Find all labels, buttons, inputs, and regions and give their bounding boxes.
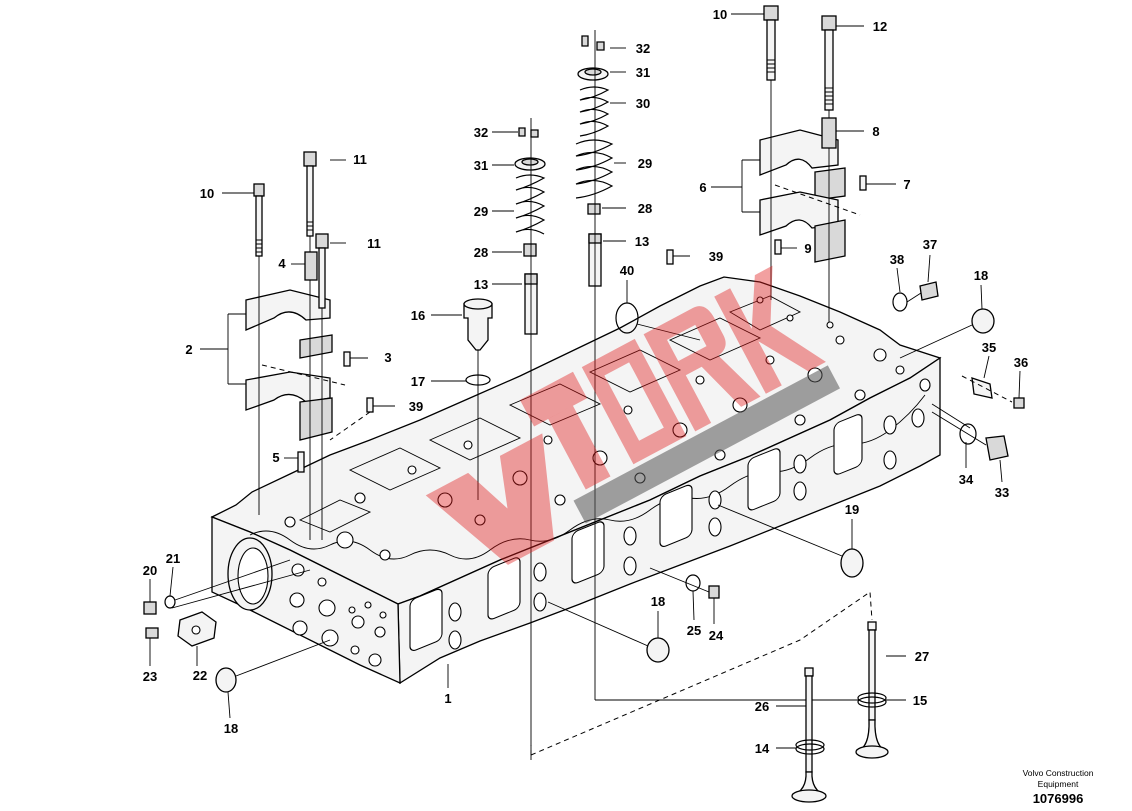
label-13-right: 13 <box>635 234 649 249</box>
label-24: 24 <box>709 628 724 643</box>
label-7: 7 <box>903 177 910 192</box>
label-23: 23 <box>143 669 157 684</box>
label-18-left: 18 <box>224 721 238 736</box>
label-28-left: 28 <box>474 245 488 260</box>
label-9: 9 <box>804 241 811 256</box>
label-11-lower: 11 <box>367 236 381 251</box>
label-5: 5 <box>272 450 279 465</box>
label-29-left: 29 <box>474 204 488 219</box>
label-18-middle: 18 <box>651 594 665 609</box>
bearing-cap-right <box>759 129 861 263</box>
label-19: 19 <box>845 502 859 517</box>
label-32-right: 32 <box>636 41 650 56</box>
label-1: 1 <box>444 691 451 706</box>
label-35: 35 <box>982 340 996 355</box>
label-39-left: 39 <box>409 399 423 414</box>
label-17: 17 <box>411 374 425 389</box>
drawing-footer: Volvo Construction Equipment 1076996 <box>1023 768 1094 806</box>
label-12: 12 <box>873 19 887 34</box>
label-39-right: 39 <box>709 249 723 264</box>
label-4: 4 <box>278 256 286 271</box>
label-18-right: 18 <box>974 268 988 283</box>
front-face-ports <box>409 378 931 651</box>
label-20: 20 <box>143 563 157 578</box>
watermark-logo <box>425 265 841 565</box>
label-28-right: 28 <box>638 201 652 216</box>
cylinder-head <box>210 276 942 685</box>
valve-train-left <box>463 118 546 760</box>
valve-train-right <box>575 30 860 701</box>
footer-brand-line1: Volvo Construction <box>1023 768 1094 778</box>
label-10-left: 10 <box>200 186 214 201</box>
label-13-left: 13 <box>474 277 488 292</box>
label-40: 40 <box>620 263 634 278</box>
label-6: 6 <box>699 180 706 195</box>
footer-brand-line2: Equipment <box>1038 779 1079 789</box>
fittings <box>143 281 1025 693</box>
label-29-right: 29 <box>638 156 652 171</box>
label-11-upper: 11 <box>353 152 367 167</box>
label-8: 8 <box>872 124 879 139</box>
label-34: 34 <box>959 472 974 487</box>
label-16: 16 <box>411 308 425 323</box>
label-31-right: 31 <box>636 65 650 80</box>
label-15: 15 <box>913 693 927 708</box>
label-26: 26 <box>755 699 769 714</box>
label-14: 14 <box>755 741 770 756</box>
bearing-cap-left <box>245 289 346 441</box>
label-25: 25 <box>687 623 701 638</box>
label-36: 36 <box>1014 355 1028 370</box>
label-30: 30 <box>636 96 650 111</box>
label-2: 2 <box>185 342 192 357</box>
label-27: 27 <box>915 649 929 664</box>
footer-drawing-number: 1076996 <box>1033 791 1084 806</box>
leader-lines <box>149 13 1021 749</box>
label-3: 3 <box>384 350 391 365</box>
label-22: 22 <box>193 668 207 683</box>
valves <box>530 591 889 803</box>
label-32-left: 32 <box>474 125 488 140</box>
label-21: 21 <box>166 551 180 566</box>
label-38: 38 <box>890 252 904 267</box>
label-33: 33 <box>995 485 1009 500</box>
bolts <box>253 5 867 540</box>
top-face-holes <box>284 296 905 561</box>
label-10-right: 10 <box>713 7 727 22</box>
part-labels: 1 2 3 4 5 6 7 8 9 10 10 11 11 12 13 13 1… <box>143 7 1028 756</box>
label-31-left: 31 <box>474 158 488 173</box>
label-37: 37 <box>923 237 937 252</box>
